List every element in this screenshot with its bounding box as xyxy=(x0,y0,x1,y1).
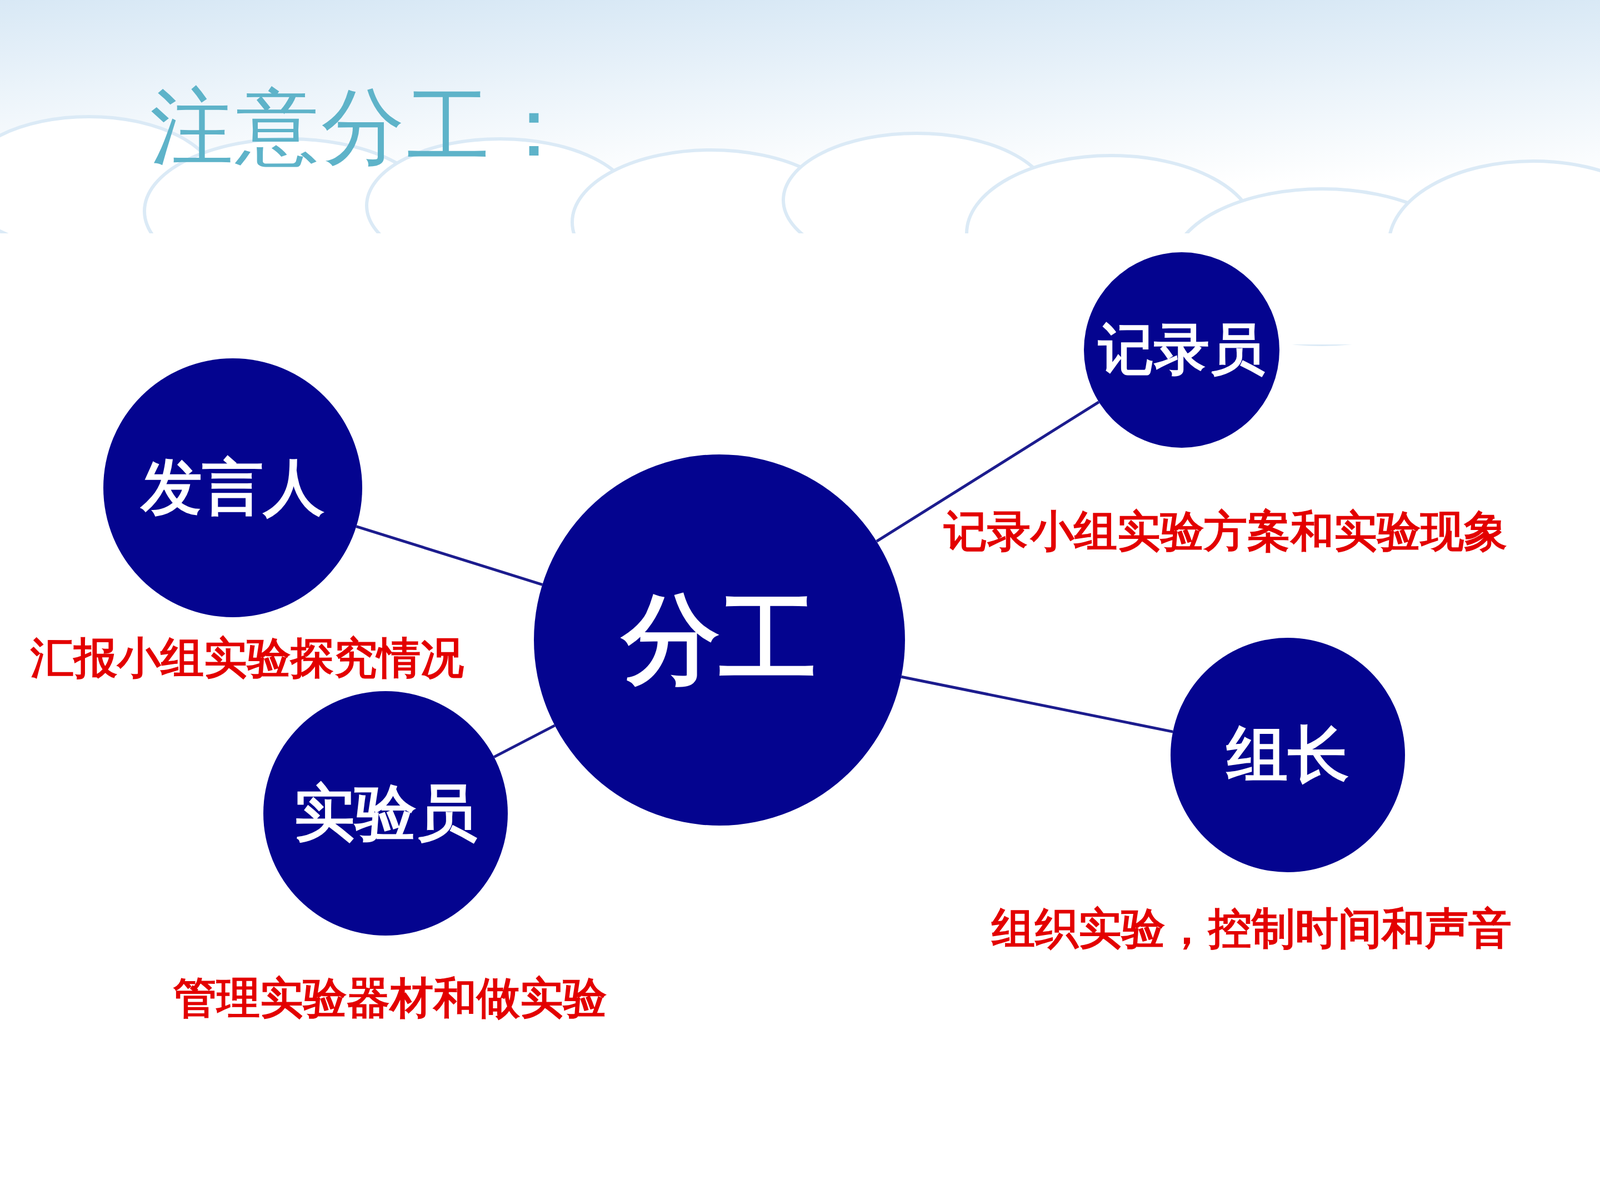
role-description: 记录小组实验方案和实验现象 xyxy=(943,502,1508,562)
role-description: 汇报小组实验探究情况 xyxy=(30,629,464,688)
role-circle: 记录员 xyxy=(1083,252,1280,448)
role-name: 记录员 xyxy=(1098,312,1265,388)
role-description: 管理实验器材和做实验 xyxy=(173,969,607,1028)
role-name: 实验员 xyxy=(293,772,478,855)
role-circle: 分工 xyxy=(533,454,905,826)
slide-title: 注意分工： xyxy=(150,72,578,185)
connector-line xyxy=(493,725,555,758)
role-name: 分工 xyxy=(622,574,817,707)
role-circle: 发言人 xyxy=(103,358,363,618)
role-circle: 实验员 xyxy=(263,691,508,936)
connector-line xyxy=(901,676,1173,732)
role-name: 发言人 xyxy=(141,446,325,530)
connector-line xyxy=(356,526,543,585)
role-description: 组织实验，控制时间和声音 xyxy=(991,900,1512,959)
role-circle: 组长 xyxy=(1170,637,1405,873)
role-name: 组长 xyxy=(1226,713,1349,797)
